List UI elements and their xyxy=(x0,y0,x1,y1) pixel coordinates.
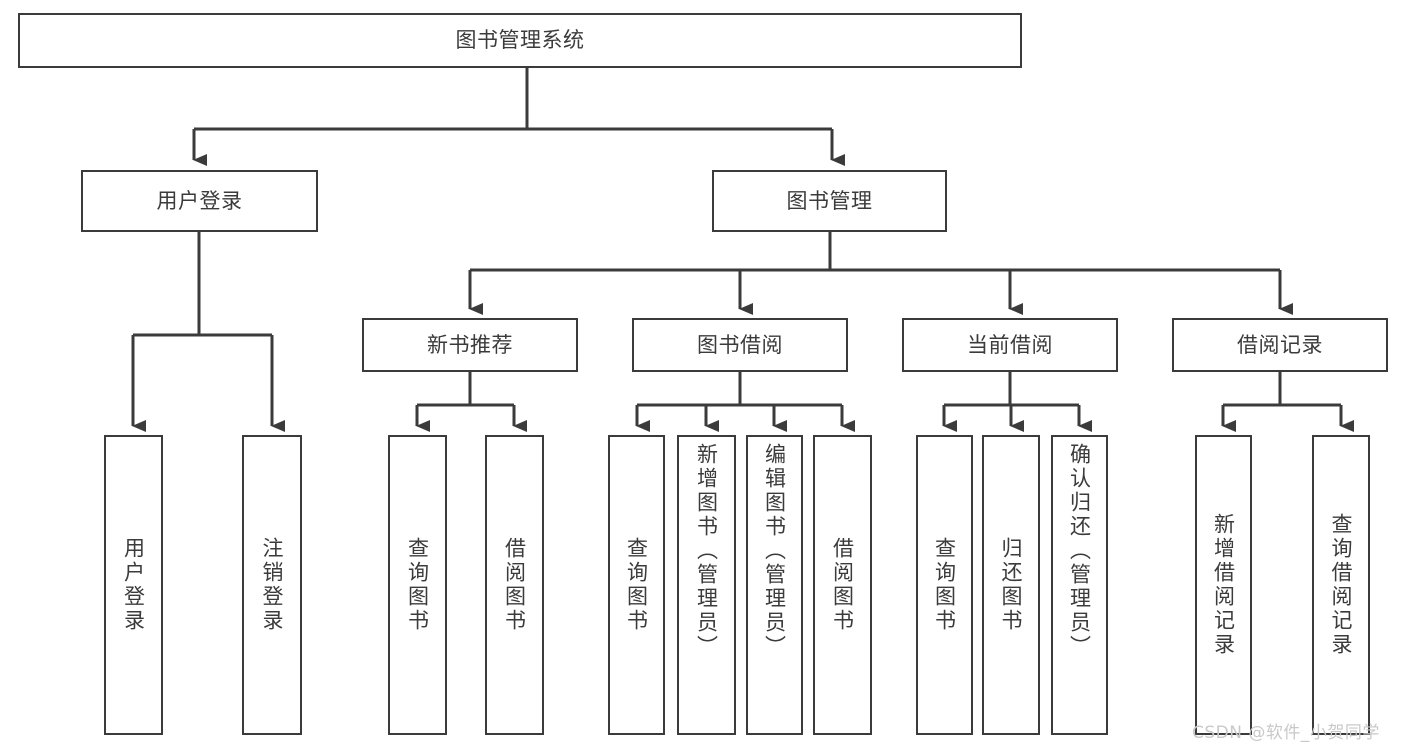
node-leaf-user-login-label: 用户登录 xyxy=(121,537,146,633)
node-root-label: 图书管理系统 xyxy=(455,28,585,53)
node-leaf-edit-book-admin[interactable]: 编辑图书（管理员） xyxy=(746,435,803,735)
node-leaf-user-logout-label: 注销登录 xyxy=(260,537,285,633)
node-leaf-query-book-borrow-label: 查询图书 xyxy=(624,537,649,633)
node-leaf-add-book-admin-label: 新增图书（管理员） xyxy=(694,443,719,659)
node-leaf-query-book-recommend-label: 查询图书 xyxy=(405,537,430,633)
node-leaf-query-borrow-record-label: 查询借阅记录 xyxy=(1329,513,1354,657)
node-leaf-query-borrow-record[interactable]: 查询借阅记录 xyxy=(1312,435,1370,735)
node-new-book-recommend-label: 新书推荐 xyxy=(427,332,513,357)
node-leaf-query-book-current[interactable]: 查询图书 xyxy=(916,435,973,735)
node-borrow-record-label: 借阅记录 xyxy=(1237,332,1323,357)
node-current-borrow[interactable]: 当前借阅 xyxy=(902,318,1118,372)
node-root[interactable]: 图书管理系统 xyxy=(18,13,1022,68)
node-leaf-user-logout[interactable]: 注销登录 xyxy=(242,435,302,735)
watermark-csdn: CSDN @软件_小贺同学 xyxy=(1192,723,1380,743)
node-leaf-edit-book-admin-label: 编辑图书（管理员） xyxy=(762,443,787,659)
node-leaf-confirm-return-admin-label: 确认归还（管理员） xyxy=(1067,443,1092,659)
node-new-book-recommend[interactable]: 新书推荐 xyxy=(362,318,578,372)
node-current-borrow-label: 当前借阅 xyxy=(967,332,1053,357)
node-leaf-borrow-book-recommend-label: 借阅图书 xyxy=(502,537,527,633)
node-leaf-query-book-current-label: 查询图书 xyxy=(932,537,957,633)
node-leaf-query-book-borrow[interactable]: 查询图书 xyxy=(608,435,665,735)
node-leaf-user-login[interactable]: 用户登录 xyxy=(104,435,163,735)
node-book-management[interactable]: 图书管理 xyxy=(712,170,947,232)
node-borrow-record[interactable]: 借阅记录 xyxy=(1172,318,1388,372)
node-book-borrow-label: 图书借阅 xyxy=(697,332,783,357)
node-leaf-add-borrow-record[interactable]: 新增借阅记录 xyxy=(1195,435,1252,735)
node-book-borrow[interactable]: 图书借阅 xyxy=(632,318,848,372)
node-leaf-confirm-return-admin[interactable]: 确认归还（管理员） xyxy=(1051,435,1108,735)
node-leaf-add-borrow-record-label: 新增借阅记录 xyxy=(1211,513,1236,657)
node-leaf-borrow-book[interactable]: 借阅图书 xyxy=(813,435,872,735)
node-leaf-query-book-recommend[interactable]: 查询图书 xyxy=(388,435,447,735)
node-leaf-borrow-book-recommend[interactable]: 借阅图书 xyxy=(485,435,544,735)
node-leaf-return-book[interactable]: 归还图书 xyxy=(982,435,1040,735)
node-book-management-label: 图书管理 xyxy=(786,188,873,213)
node-leaf-borrow-book-label: 借阅图书 xyxy=(830,537,855,633)
node-user-login-label: 用户登录 xyxy=(156,188,243,213)
node-user-login[interactable]: 用户登录 xyxy=(81,170,318,232)
node-leaf-return-book-label: 归还图书 xyxy=(999,537,1024,633)
node-leaf-add-book-admin[interactable]: 新增图书（管理员） xyxy=(677,435,736,735)
